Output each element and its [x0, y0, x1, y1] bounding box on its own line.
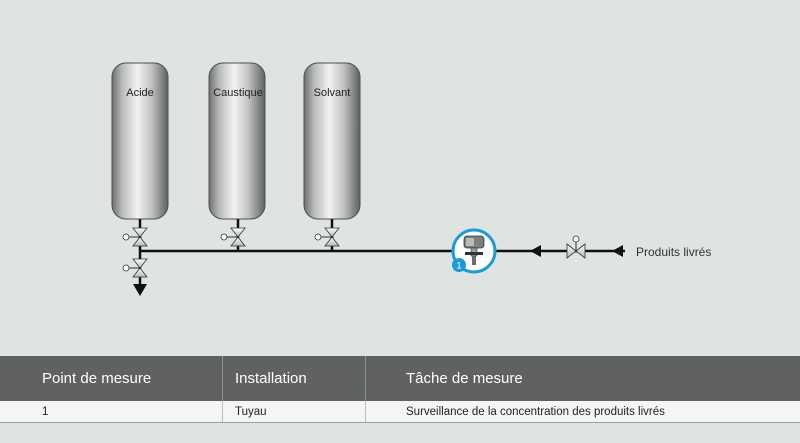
column-divider — [222, 356, 223, 401]
tank-solvant: Solvant — [303, 62, 361, 220]
drain-arrow-icon — [133, 284, 147, 296]
flow-arrow-icon — [612, 245, 623, 257]
header-installation: Installation — [235, 370, 307, 387]
column-divider — [365, 356, 366, 401]
instrument-badge — [452, 258, 466, 272]
instrument-badge-number: 1 — [456, 261, 461, 271]
feed-label: Produits livrés — [636, 245, 711, 259]
column-divider — [365, 401, 366, 422]
measuring-instrument: 1 — [451, 228, 497, 274]
column-divider — [222, 401, 223, 422]
feed-valve-icon — [566, 235, 586, 259]
valve-caustique-icon — [220, 227, 246, 247]
valve-solvant-icon — [314, 227, 340, 247]
measurement-table: Point de mesure Installation Tâche de me… — [0, 356, 800, 443]
header-task: Tâche de mesure — [406, 370, 523, 387]
tank-label-solvant: Solvant — [314, 87, 351, 99]
cell-installation: Tuyau — [235, 405, 267, 418]
cell-task: Surveillance de la concentration des pro… — [406, 405, 665, 418]
tank-caustique: Caustique — [208, 62, 266, 220]
main-pipe — [138, 219, 625, 284]
tank-label-acide: Acide — [126, 87, 154, 99]
valve-drain-icon — [122, 258, 148, 278]
valve-acide-icon — [122, 227, 148, 247]
table-header: Point de mesure Installation Tâche de me… — [0, 356, 800, 401]
header-point: Point de mesure — [42, 370, 152, 387]
process-diagram: Acide Caustique Solvant — [111, 62, 711, 296]
tank-acide: Acide — [111, 62, 169, 220]
sensor-icon — [463, 235, 485, 265]
table-row: 1 Tuyau Surveillance de la concentration… — [0, 401, 800, 423]
cell-point: 1 — [42, 405, 49, 418]
flow-arrow-icon — [530, 245, 541, 257]
tank-label-caustique: Caustique — [213, 87, 263, 99]
